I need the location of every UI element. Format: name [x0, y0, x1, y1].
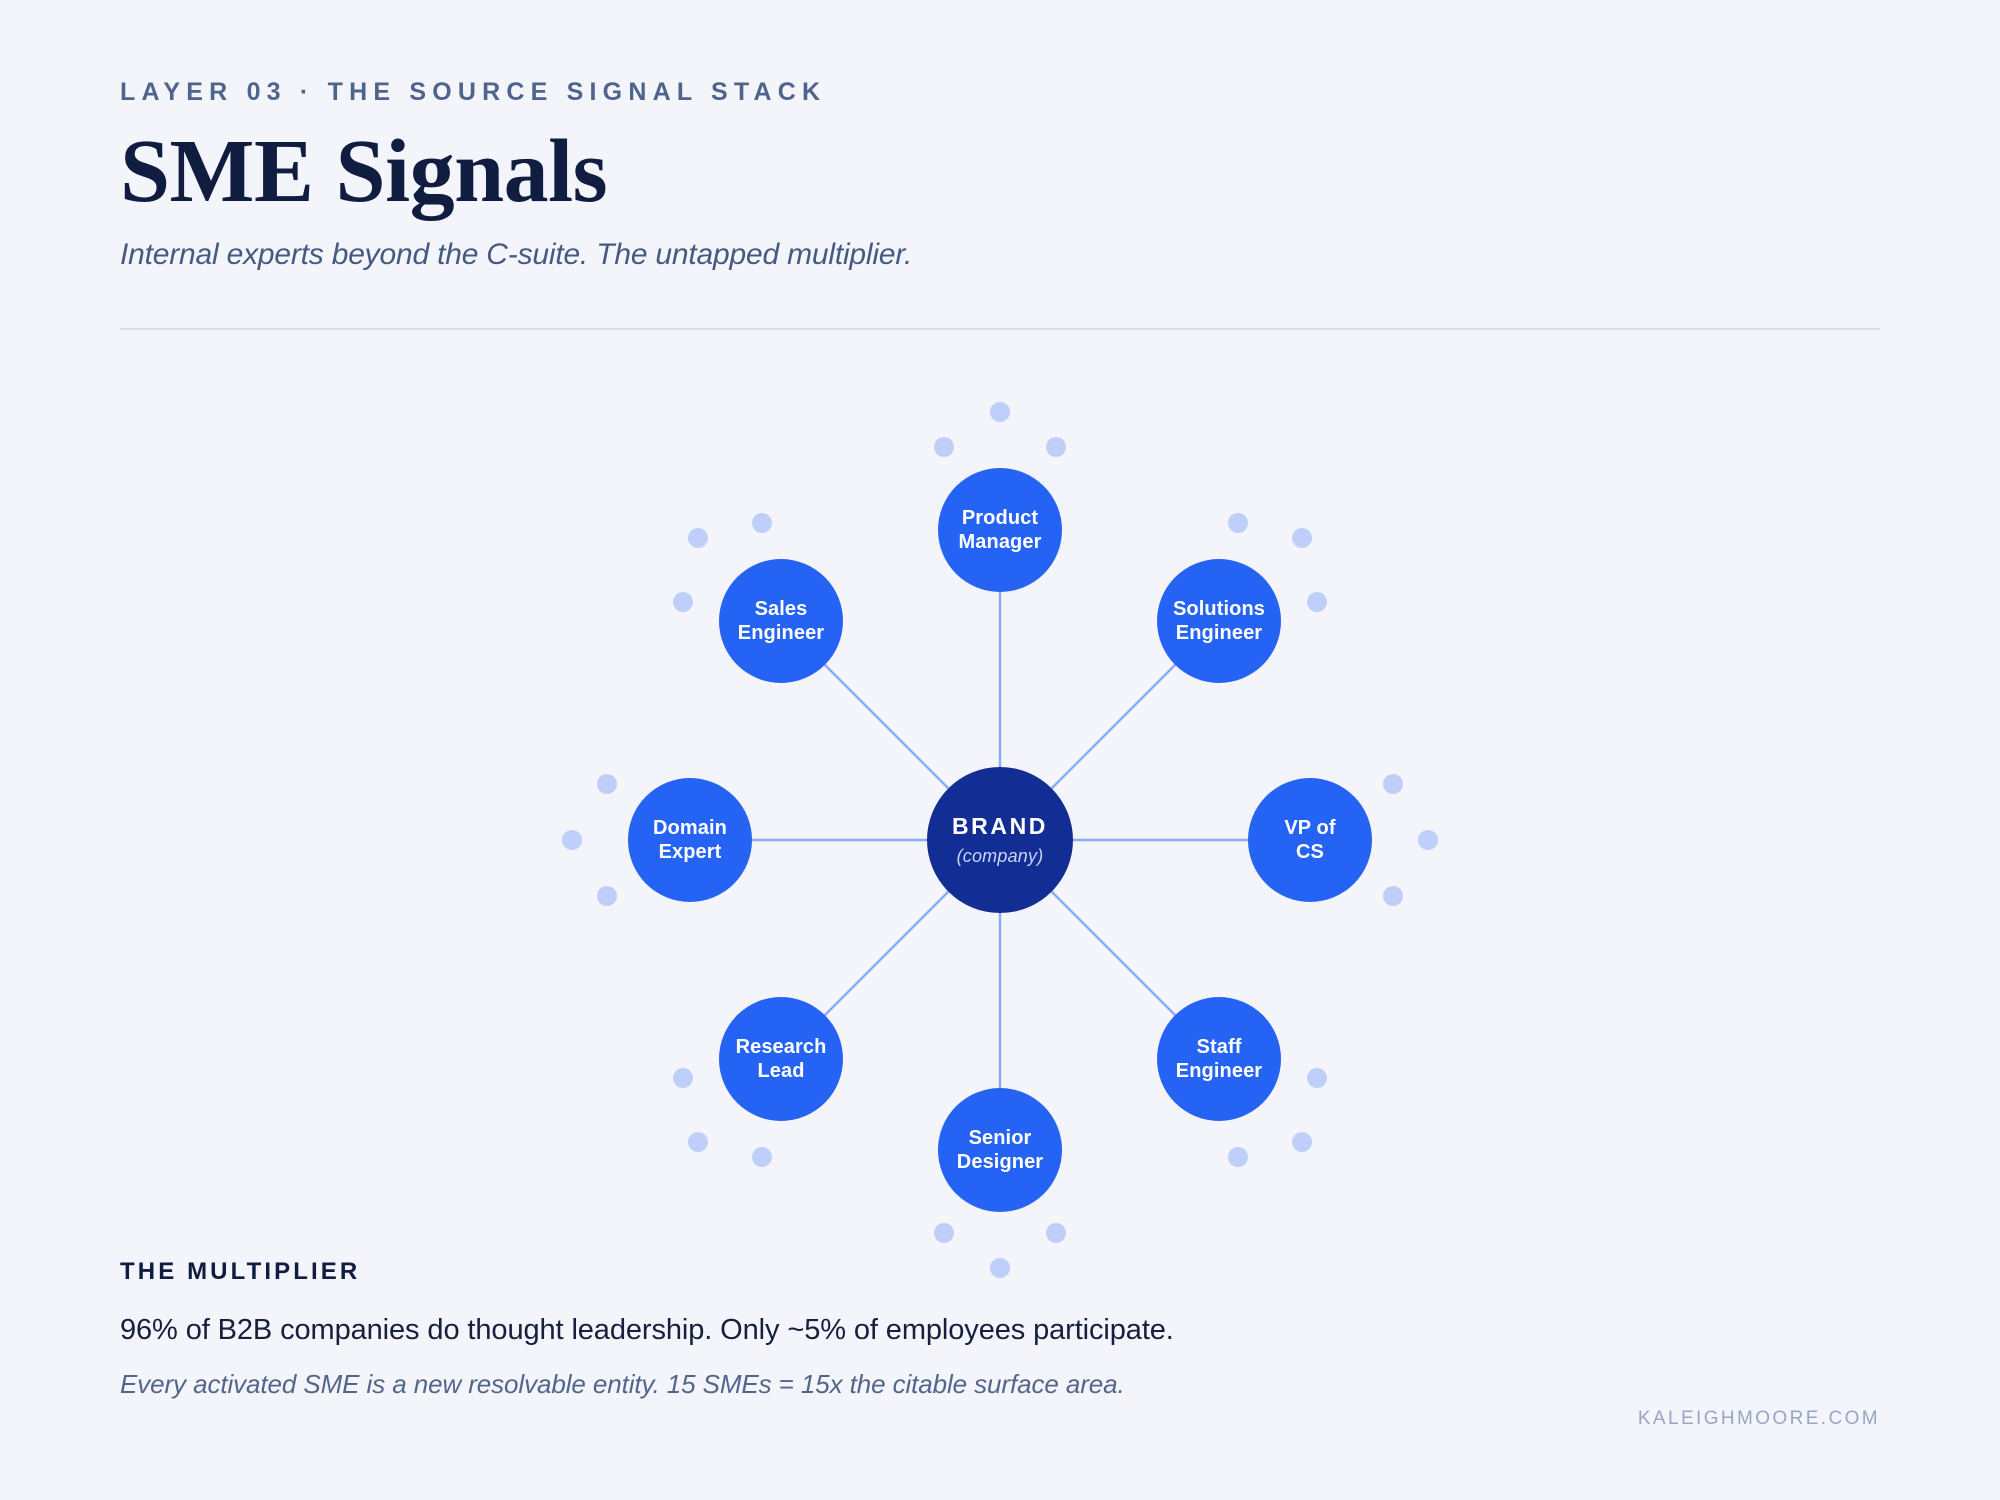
page-subtitle: Internal experts beyond the C-suite. The… — [120, 238, 913, 272]
decorative-dot — [1307, 1068, 1328, 1089]
decorative-dot — [1228, 512, 1249, 533]
decorative-dot — [1292, 527, 1313, 548]
spoke-line-sales-engineer — [823, 663, 950, 790]
decorative-dot — [1382, 885, 1403, 906]
page-header: LAYER 03 · THE SOURCE SIGNAL STACK SME S… — [120, 78, 1880, 272]
decorative-dot — [934, 1222, 955, 1243]
decorative-dot — [687, 1132, 708, 1153]
decorative-dot — [1228, 1147, 1249, 1168]
decorative-dot — [990, 402, 1010, 422]
multiplier-note: Every activated SME is a new resolvable … — [120, 1369, 1125, 1399]
decorative-dot — [1045, 1222, 1066, 1243]
decorative-dot — [597, 774, 618, 795]
spoke-line-solutions-engineer — [1050, 663, 1177, 790]
hub-node-brand[interactable]: BRAND (company) — [927, 767, 1073, 913]
hub-node-label: BRAND — [951, 813, 1049, 840]
decorative-dot — [1382, 774, 1403, 795]
decorative-dot — [751, 1147, 772, 1168]
decorative-dot — [1307, 591, 1328, 612]
page-title: SME Signals — [120, 122, 608, 221]
decorative-dot — [934, 437, 955, 458]
decorative-dot — [751, 512, 772, 533]
spoke-line-staff-engineer — [1050, 890, 1177, 1017]
site-watermark: KALEIGHMOORE.COM — [1637, 1408, 1880, 1429]
spoke-lines — [752, 592, 1248, 1088]
decorative-dot — [562, 830, 582, 850]
decorative-dot — [1292, 1132, 1313, 1153]
multiplier-block: THE MULTIPLIER 96% of B2B companies do t… — [120, 1258, 1620, 1400]
decorative-dot — [672, 1068, 693, 1089]
multiplier-stat: 96% of B2B companies do thought leadersh… — [120, 1314, 1174, 1346]
header-divider — [120, 328, 1880, 330]
multiplier-kicker: THE MULTIPLIER — [120, 1258, 361, 1285]
decorative-dot — [687, 527, 708, 548]
decorative-dot — [597, 885, 618, 906]
eyebrow-label: LAYER 03 · THE SOURCE SIGNAL STACK — [120, 78, 827, 106]
decorative-dot — [1418, 830, 1438, 850]
hub-node-sublabel: (company) — [956, 845, 1044, 866]
spoke-line-research-lead — [823, 890, 950, 1017]
decorative-dot — [990, 1258, 1010, 1278]
decorative-dot — [672, 591, 693, 612]
decorative-dot — [1045, 437, 1066, 458]
